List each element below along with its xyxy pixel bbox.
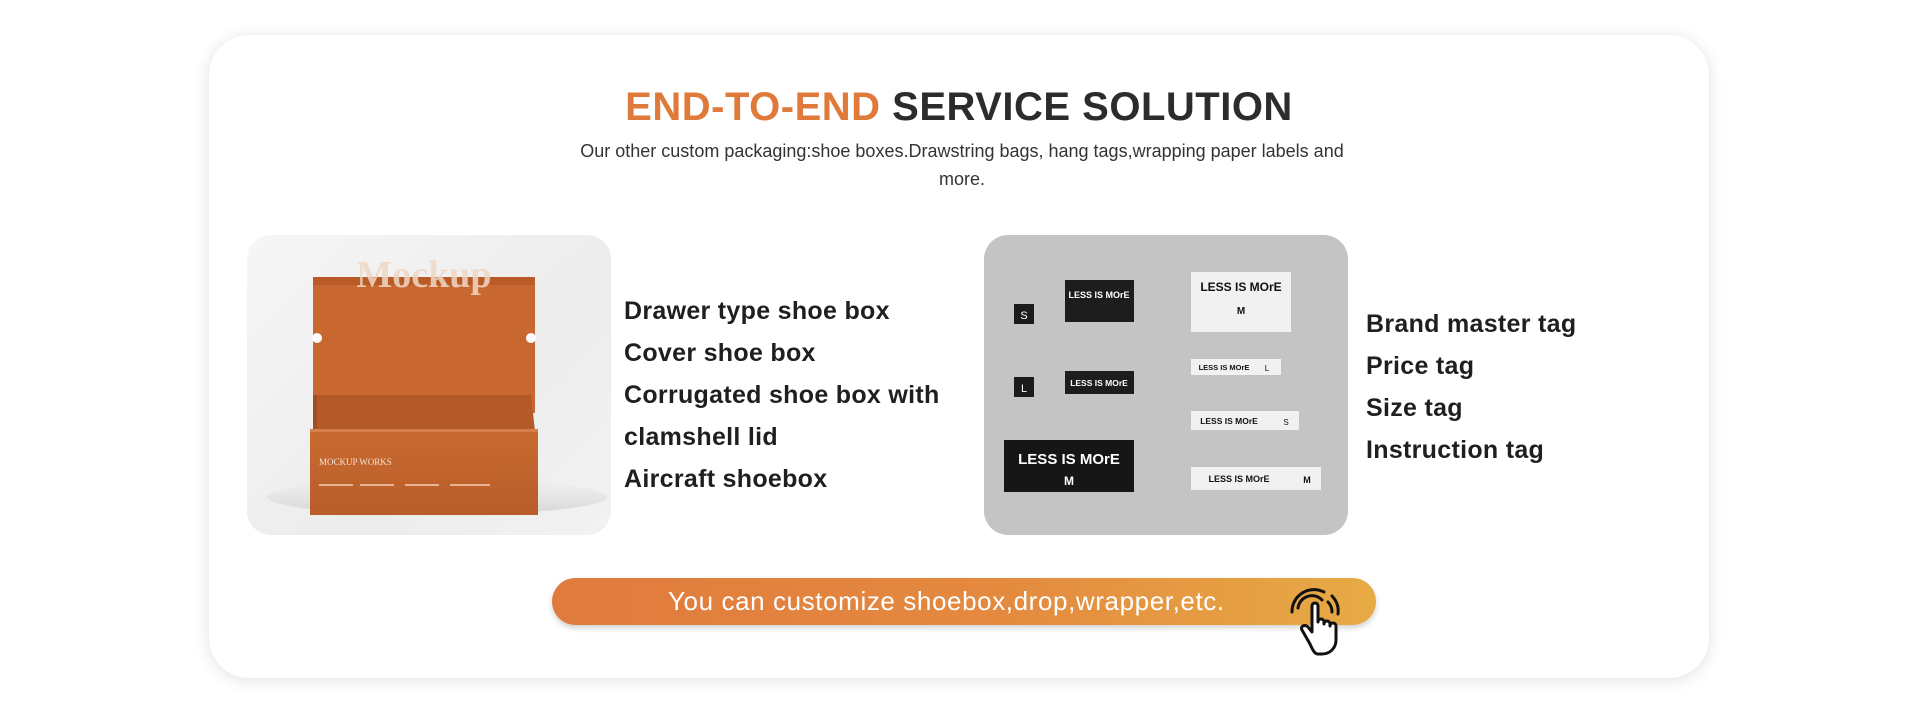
- tag-type-list: Brand master tag Price tag Size tag Inst…: [1366, 303, 1686, 471]
- hand-tap-icon: [1290, 588, 1340, 656]
- list-item: Size tag: [1366, 394, 1463, 422]
- list-item: Cover shoe box: [624, 339, 816, 367]
- tag-text: LESS IS MOrE: [1068, 290, 1129, 300]
- shoebox-image: Mockup MOCKUP WORKS: [247, 235, 611, 535]
- tag-text: LESS IS MOrE: [1199, 363, 1250, 372]
- tag-text: LESS IS MOrE: [1200, 280, 1281, 294]
- lid-text: Mockup: [356, 254, 491, 296]
- tag-text: LESS IS MOrE: [1070, 378, 1128, 388]
- list-item: Corrugated shoe box with clamshell lid: [624, 381, 940, 451]
- cta-label: You can customize shoebox,drop,wrapper,e…: [668, 586, 1225, 616]
- list-item: Brand master tag: [1366, 310, 1577, 338]
- svg-text:M: M: [1064, 474, 1074, 488]
- svg-text:M: M: [1237, 306, 1245, 317]
- section-title: END-TO-END SERVICE SOLUTION: [209, 85, 1709, 130]
- svg-text:M: M: [1303, 475, 1311, 485]
- box-front-text: MOCKUP WORKS: [319, 457, 392, 467]
- list-item: Instruction tag: [1366, 436, 1545, 464]
- tag-text: LESS IS MOrE: [1018, 451, 1120, 468]
- tag-size-text: S: [1283, 418, 1288, 427]
- size-label-s: S: [1020, 310, 1027, 322]
- size-label-l: L: [1021, 383, 1027, 395]
- service-card: END-TO-END SERVICE SOLUTION Our other cu…: [209, 35, 1709, 678]
- shoebox-type-list: Drawer type shoe box Cover shoe box Corr…: [624, 290, 964, 500]
- section-subtitle: Our other custom packaging:shoe boxes.Dr…: [580, 141, 1344, 189]
- clothing-tags-image: S L LESS IS MOrE LESS IS MOrE LESS IS MO…: [984, 235, 1348, 535]
- list-item: Drawer type shoe box: [624, 297, 890, 325]
- title-accent: END-TO-END: [625, 85, 881, 129]
- list-item: Price tag: [1366, 352, 1475, 380]
- list-item: Aircraft shoebox: [624, 465, 828, 493]
- tag-size-text: L: [1265, 364, 1270, 373]
- title-rest: SERVICE SOLUTION: [880, 85, 1293, 129]
- tag-text: LESS IS MOrE: [1208, 474, 1269, 484]
- customize-cta-button[interactable]: You can customize shoebox,drop,wrapper,e…: [552, 578, 1376, 625]
- tag-text: LESS IS MOrE: [1200, 416, 1258, 426]
